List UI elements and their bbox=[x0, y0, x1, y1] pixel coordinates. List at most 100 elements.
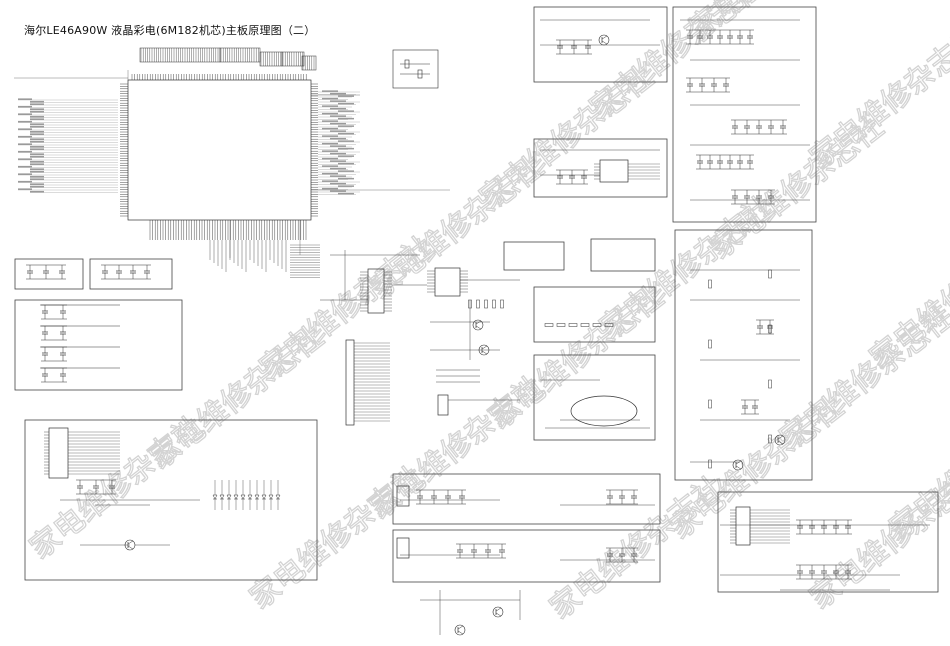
net-label-stub bbox=[18, 173, 32, 175]
net-label-stub bbox=[30, 178, 44, 180]
net-label-stub bbox=[330, 130, 346, 132]
soc-pins-right bbox=[311, 83, 318, 217]
net-label-stub bbox=[30, 103, 44, 105]
net-label-stub bbox=[18, 158, 32, 160]
net-label-stub bbox=[338, 177, 354, 180]
net-label-stub bbox=[322, 157, 338, 160]
net-label-stub bbox=[18, 128, 32, 130]
net-label-stub bbox=[330, 167, 346, 170]
net-label-stub bbox=[30, 138, 44, 140]
net-label-stub bbox=[30, 155, 44, 158]
net-label-stub bbox=[30, 160, 44, 163]
net-label-stub bbox=[338, 192, 354, 195]
net-label-stub bbox=[30, 118, 44, 120]
net-label-stub bbox=[18, 150, 32, 153]
net-label-stub bbox=[330, 100, 346, 102]
net-label-stub bbox=[322, 142, 338, 145]
net-label-stub bbox=[322, 127, 338, 130]
net-label-stub bbox=[18, 105, 32, 108]
net-label-stub bbox=[338, 95, 354, 97]
soc-pins-bottom bbox=[149, 220, 307, 240]
net-label-stub bbox=[30, 183, 44, 185]
net-label-stub bbox=[18, 113, 32, 115]
watermark-layer: 家电维修杂志社家电维修杂志社家电维修杂志社家电维修杂志社家电维修杂志社家电维修杂… bbox=[23, 0, 950, 627]
net-label-stub bbox=[330, 92, 346, 95]
net-label-stub bbox=[322, 187, 338, 190]
net-label-stub bbox=[338, 170, 354, 172]
watermark-text: 家电维修杂志社 bbox=[863, 219, 950, 376]
net-label-stub bbox=[18, 143, 32, 145]
net-label-stub bbox=[30, 123, 44, 125]
net-label-stub bbox=[322, 135, 338, 137]
net-label-stub bbox=[330, 107, 346, 110]
net-label-stub bbox=[322, 150, 338, 152]
soc-right-net-labels bbox=[318, 90, 360, 195]
net-label-stub bbox=[18, 135, 32, 138]
net-label-stub bbox=[30, 168, 44, 170]
net-label-stub bbox=[30, 170, 44, 173]
pin-header bbox=[281, 51, 305, 67]
net-label-stub bbox=[330, 115, 346, 117]
net-label-stub bbox=[18, 98, 32, 100]
net-label-stub bbox=[30, 100, 44, 103]
net-label-stub bbox=[322, 90, 338, 92]
net-label-stub bbox=[330, 145, 346, 147]
net-label-stub bbox=[18, 188, 32, 190]
net-label-stub bbox=[30, 190, 44, 193]
net-label-stub bbox=[30, 145, 44, 148]
net-label-stub bbox=[338, 102, 354, 105]
net-label-stub bbox=[30, 110, 44, 113]
net-label-stub bbox=[30, 108, 44, 110]
net-label-stub bbox=[338, 132, 354, 135]
pin-header bbox=[301, 55, 317, 71]
net-label-stub bbox=[322, 112, 338, 115]
net-label-stub bbox=[30, 133, 44, 135]
net-label-stub bbox=[30, 153, 44, 155]
net-label-stub bbox=[338, 117, 354, 120]
net-label-stub bbox=[338, 147, 354, 150]
net-label-stub bbox=[30, 140, 44, 143]
net-label-stub bbox=[338, 110, 354, 112]
net-label-stub bbox=[18, 165, 32, 168]
net-label-stub bbox=[330, 152, 346, 155]
net-label-stub bbox=[338, 185, 354, 187]
net-label-stub bbox=[330, 190, 346, 192]
net-label-stub bbox=[330, 182, 346, 185]
net-label-stub bbox=[322, 120, 338, 122]
soc-bottom-fanout bbox=[209, 240, 320, 278]
net-label-stub bbox=[30, 175, 44, 178]
soc-pins-left bbox=[120, 83, 128, 217]
watermark-text: 家电维修杂志社 bbox=[583, 0, 770, 126]
top-pin-headers bbox=[139, 47, 317, 71]
soc-left-net-labels bbox=[18, 98, 118, 193]
net-label-stub bbox=[30, 148, 44, 150]
net-label-stub bbox=[338, 155, 354, 157]
net-label-stub bbox=[18, 180, 32, 183]
watermark-text: 家电维修杂志社 bbox=[803, 19, 950, 176]
wire-runs bbox=[60, 19, 930, 635]
main-soc-chip bbox=[120, 74, 318, 240]
net-label-stub bbox=[330, 122, 346, 125]
net-label-stub bbox=[30, 115, 44, 118]
net-label-stub bbox=[338, 125, 354, 127]
soc-pins-top bbox=[131, 74, 307, 80]
middle-ic-pins bbox=[44, 163, 790, 544]
net-label-stub bbox=[330, 175, 346, 177]
component-clusters bbox=[26, 29, 852, 636]
net-label-stub bbox=[30, 130, 44, 133]
net-label-stub bbox=[322, 172, 338, 175]
small-filter-block bbox=[392, 49, 439, 89]
block-frames bbox=[14, 6, 939, 593]
net-label-stub bbox=[322, 97, 338, 100]
net-label-stub bbox=[30, 163, 44, 165]
page-title: 海尔LE46A90W 液晶彩电(6M182机芯)主板原理图（二） bbox=[24, 24, 316, 37]
net-label-stub bbox=[338, 140, 354, 142]
net-label-stub bbox=[330, 137, 346, 140]
soc-buses bbox=[14, 70, 450, 258]
net-label-stub bbox=[322, 105, 338, 107]
net-label-stub bbox=[18, 120, 32, 123]
net-label-stub bbox=[330, 160, 346, 162]
net-label-stub bbox=[30, 185, 44, 188]
